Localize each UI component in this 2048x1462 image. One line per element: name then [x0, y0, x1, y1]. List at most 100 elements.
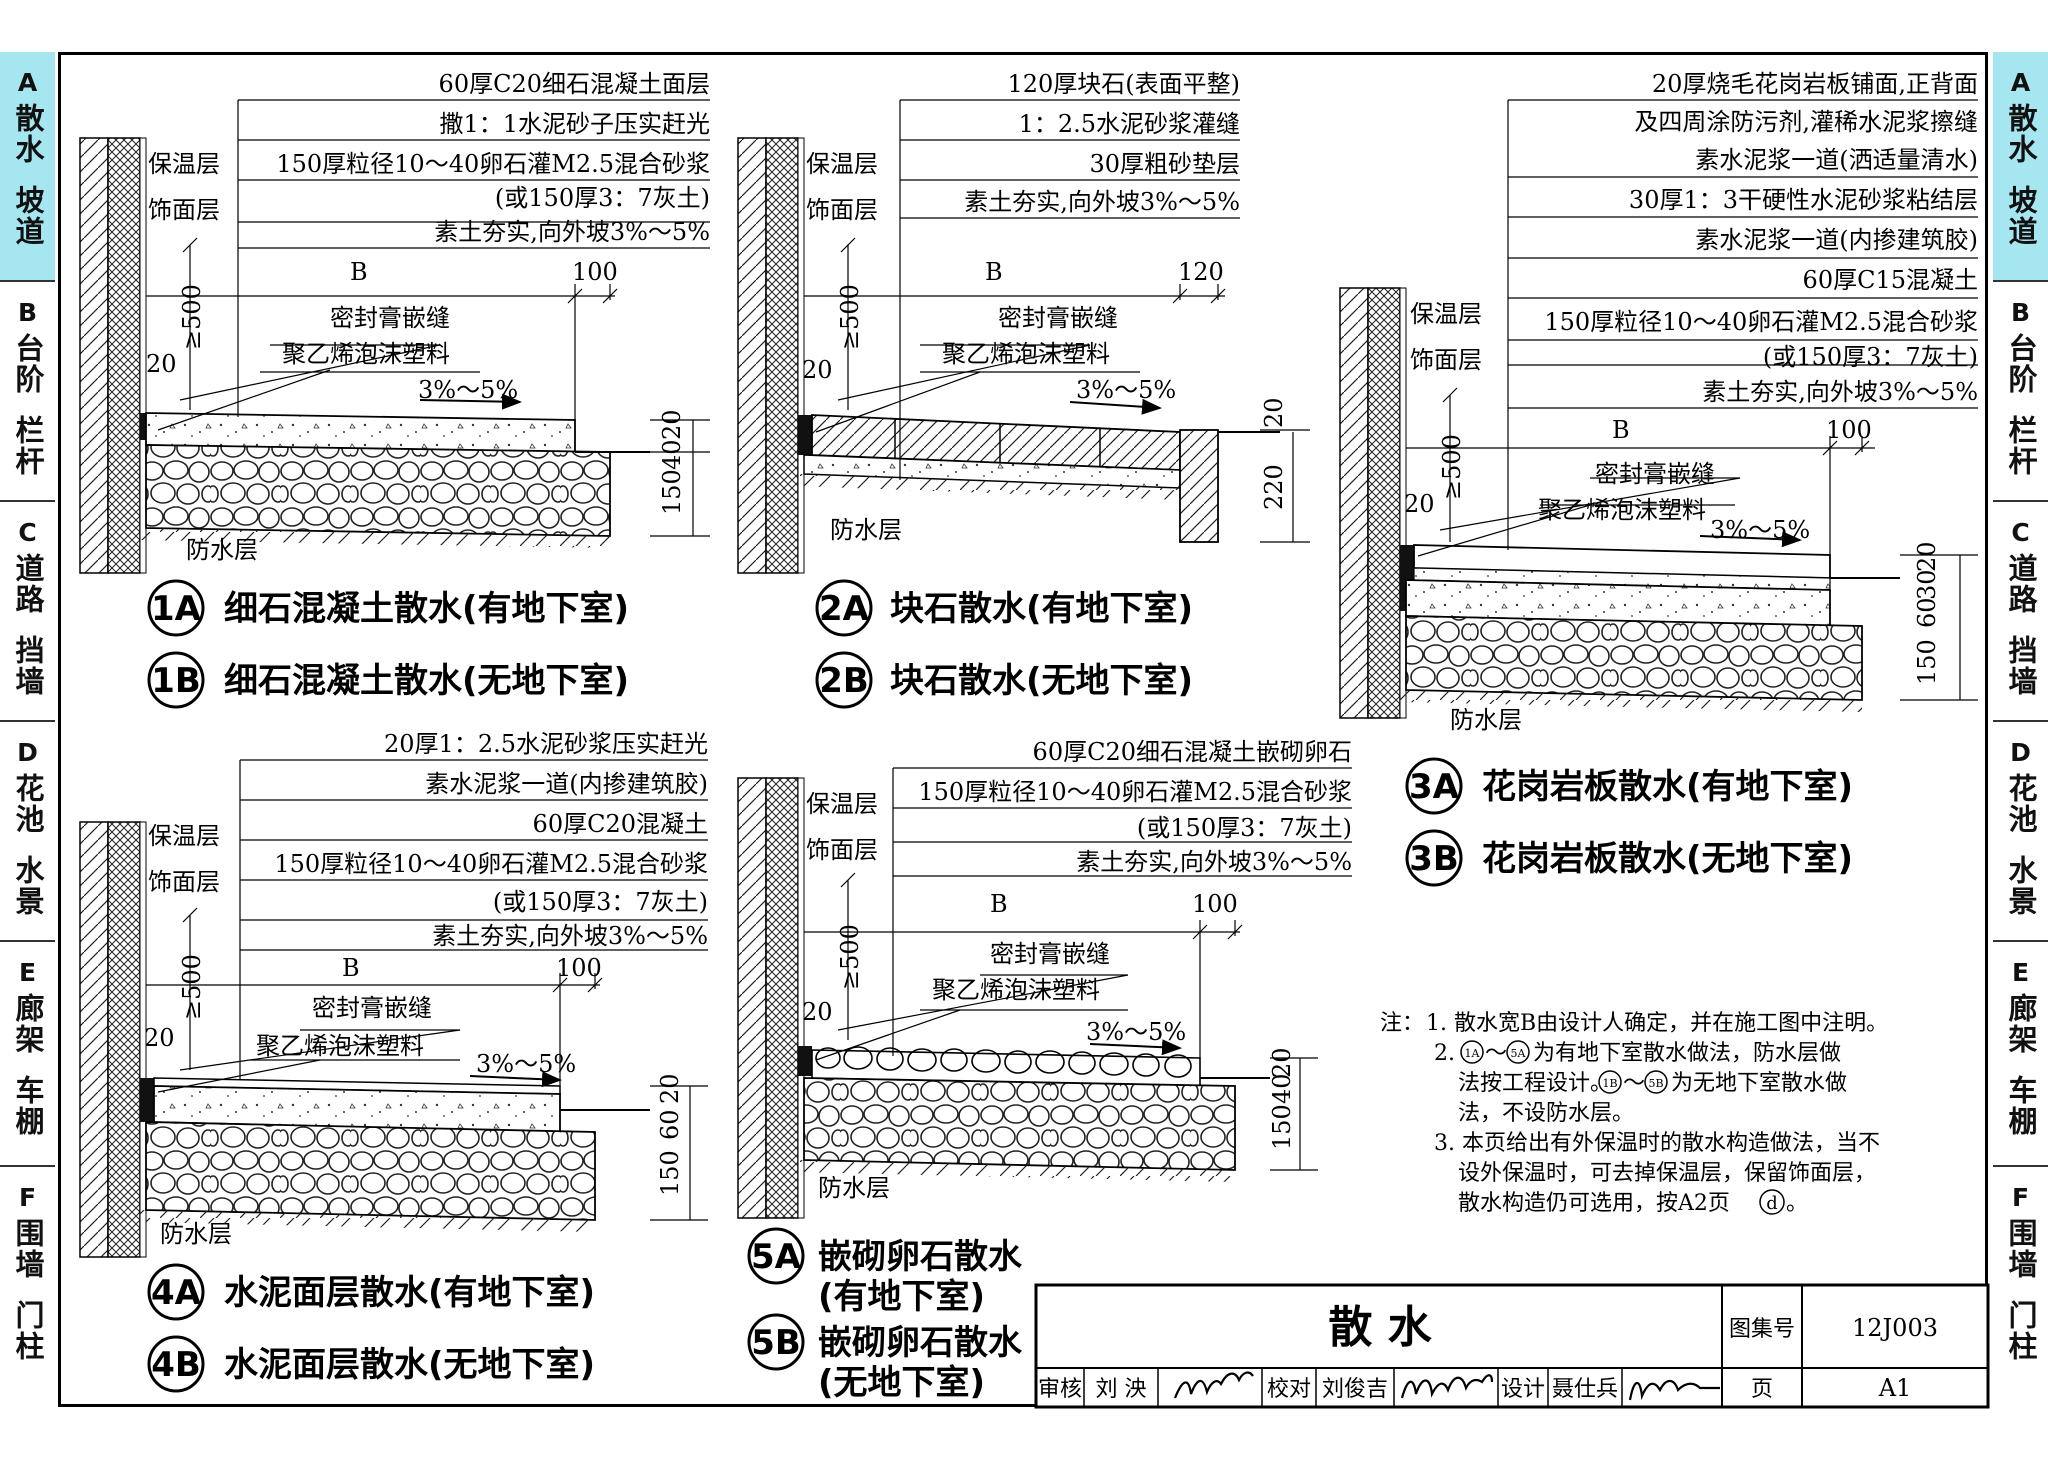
tab-letter: A [2010, 68, 2031, 97]
dimension-100-label: 100 [572, 258, 618, 286]
note-2-text: 为无地下室散水做 [1671, 1071, 1847, 1096]
tab-word2: 挡墙 [2004, 635, 2038, 697]
ref-tag: d [1766, 1193, 1778, 1214]
insulation-layer [765, 777, 799, 1219]
ref-tilde: ～ [1623, 1071, 1645, 1096]
compacted-soil [798, 474, 1180, 500]
detail-3b-title: 3B 花岗岩板散水(无地下室) [1405, 829, 1853, 887]
tab-word1: 道路 [11, 553, 45, 615]
pebble-base-layer [145, 1121, 596, 1221]
check-label: 校对 [1267, 1377, 1311, 1402]
tab-word1: 台阶 [11, 333, 45, 395]
detail-title: 花岗岩板散水(无地下室) [1482, 839, 1853, 879]
detail-3-labels: 保温层 饰面层 20厚烧毛花岗岩板铺面,正背面 及四周涂防污剂,灌稀水泥浆擦缝 … [1404, 70, 1978, 734]
dimension-lines [1406, 387, 1978, 701]
detail-tag-circle [815, 579, 873, 637]
tab-letter: D [17, 738, 38, 767]
layer-label: 素水泥浆一道(内掺建筑胶) [425, 770, 708, 798]
layer-label: 1：2.5水泥砂浆灌缝 [1019, 110, 1240, 138]
layer-label: 撒1：1水泥砂子压实赶光 [439, 110, 710, 138]
dimension-30-label: 30 [1913, 569, 1941, 600]
finish-layer [139, 137, 147, 574]
detail-4a-title: 4A 水泥面层散水(有地下室) [147, 1263, 595, 1321]
notes-block: 注： 1. 散水宽B由设计人确定，并在施工图中注明。 2. 1A ～ 5A 为有… [1380, 1011, 1888, 1216]
layer-label: 素土夯实,向外坡3%～5% [432, 922, 708, 950]
detail-5a-title: 5A 嵌砌卵石散水 (有地下室) [747, 1227, 1023, 1317]
dimension-lines [146, 907, 708, 1221]
tab-word1: 花池 [11, 773, 45, 835]
dimension-150-label: 150 [1913, 639, 1941, 685]
dimension-60-label: 60 [1913, 597, 1941, 628]
dimension-150-label: 150 [656, 1150, 684, 1196]
detail-title: 细石混凝土散水(无地下室) [224, 661, 629, 701]
layer-label: (或150厚3：7灰土) [1137, 814, 1352, 842]
detail-1b-title: 1B 细石混凝土散水(无地下室) [147, 651, 629, 709]
finish-label: 饰面层 [1410, 346, 1482, 374]
wall [1339, 287, 1369, 719]
pebble-base-layer [145, 444, 611, 537]
detail-title: 水泥面层散水(无地下室) [224, 1345, 595, 1385]
dimension-20-label: 20 [146, 350, 177, 378]
atlas-number: 12J003 [1852, 1314, 1938, 1342]
pebble-base-layer [803, 1077, 1236, 1171]
tab-letter: E [18, 958, 37, 987]
dimension-b-label: B [350, 258, 368, 286]
dimension-20-label: 20 [1260, 397, 1288, 428]
tab-letter: F [18, 1183, 37, 1212]
note-3: 设外保温时，可去掉保温层，保留饰面层， [1458, 1161, 1876, 1186]
detail-tag: 1B [151, 661, 201, 701]
checker-signature [1400, 1374, 1494, 1399]
dimension-lines [804, 872, 1318, 1171]
foam-label: 聚乙烯泡沫塑料 [942, 340, 1110, 368]
layer-label: 60厚C20细石混凝土面层 [439, 70, 710, 98]
dimension-20-label: 20 [1404, 490, 1435, 518]
insulation-layer [107, 137, 141, 574]
detail-tag: 5A [751, 1237, 802, 1277]
detail-tag-circle [147, 651, 205, 709]
layer-label: 素水泥浆一道(洒适量清水) [1695, 146, 1978, 174]
sealant-joint [798, 1046, 812, 1076]
leader-lines [157, 759, 708, 1093]
layer-label: (或150厚3：7灰土) [493, 888, 708, 916]
ref-circle [1644, 1070, 1668, 1094]
detail-tag: 2B [819, 661, 869, 701]
dimension-220-label: 220 [1260, 464, 1288, 510]
slope-label: 3%～5% [476, 1050, 576, 1078]
insulation-label: 保温层 [806, 150, 878, 178]
page-number: A1 [1878, 1374, 1912, 1402]
compacted-soil [140, 1210, 595, 1232]
dimension-20-label: 20 [144, 1024, 175, 1052]
layer-label: 素土夯实,向外坡3%～5% [1076, 848, 1352, 876]
ref-tilde: ～ [1485, 1041, 1507, 1066]
slope-arrow [419, 393, 522, 410]
tab-letter: A [17, 68, 38, 97]
tab-word1: 散水 [11, 103, 45, 165]
tab-letter: B [17, 298, 38, 327]
detail-tag-circle [1405, 757, 1463, 815]
ref-tag: 1B [1602, 1077, 1617, 1090]
layer-label: 120厚块石(表面平整) [1007, 70, 1240, 98]
insulation-label: 保温层 [148, 822, 220, 850]
detail-3a-title: 3A 花岗岩板散水(有地下室) [1405, 757, 1853, 815]
edge-stone [1179, 429, 1219, 543]
designer-signature [1628, 1379, 1720, 1401]
detail-title: 水泥面层散水(有地下室) [224, 1273, 595, 1313]
tab-letter: B [2010, 298, 2031, 327]
page-label: 页 [1751, 1377, 1773, 1402]
leader-lines [815, 767, 1352, 1061]
dimension-20-label: 20 [656, 1073, 684, 1104]
